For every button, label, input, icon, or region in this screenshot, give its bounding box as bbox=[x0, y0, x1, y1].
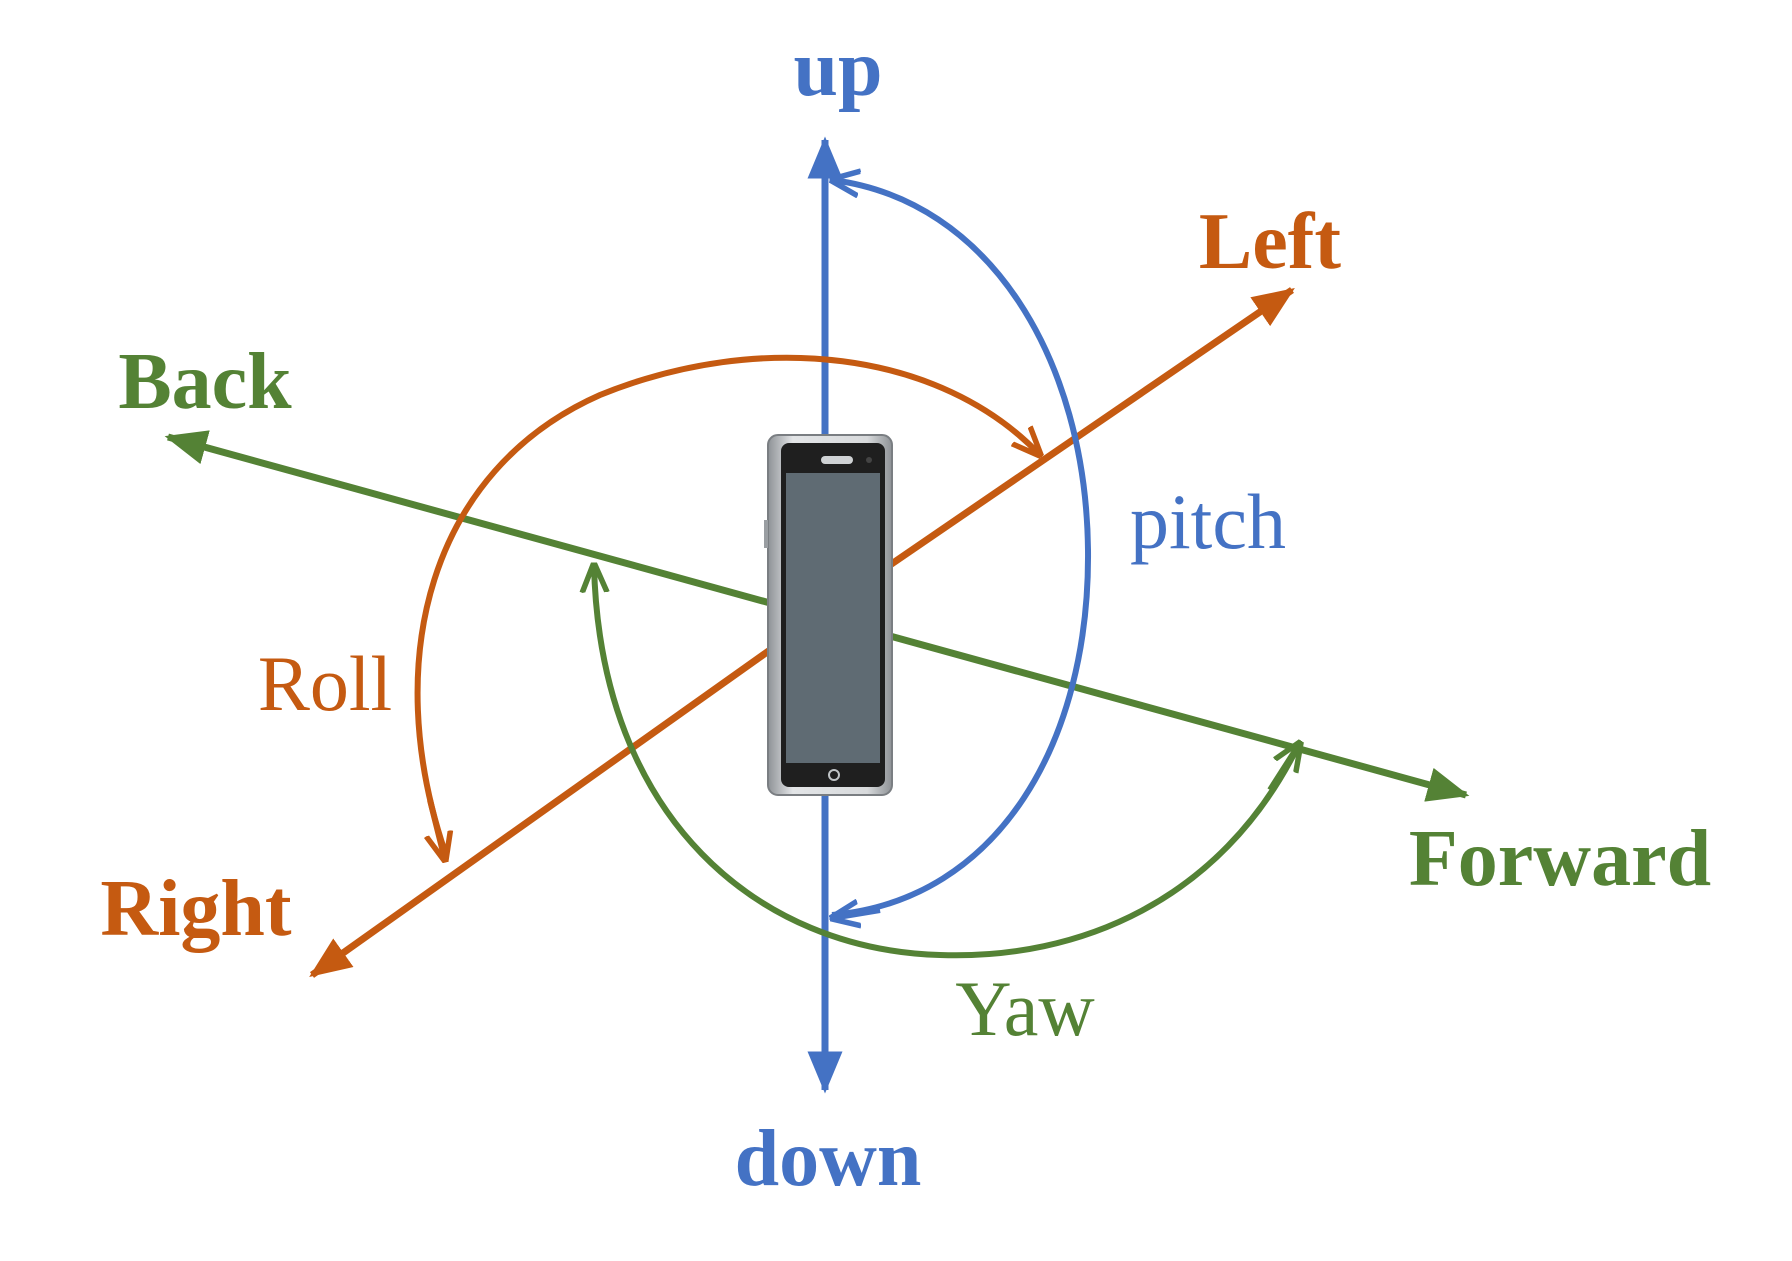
lateral-axis-right-arrow bbox=[309, 647, 773, 978]
label-right: Right bbox=[100, 865, 291, 953]
pitch-rotation-arc bbox=[832, 180, 1092, 918]
pitch-rotation-arc-start-arrow bbox=[832, 910, 881, 918]
roll-rotation-arc-start-arrow bbox=[430, 799, 445, 860]
label-left: Left bbox=[1199, 198, 1342, 286]
yaw-rotation-arc-start-arrow bbox=[1267, 743, 1300, 792]
phone-speaker bbox=[821, 456, 853, 464]
lateral-axis bbox=[309, 287, 1295, 978]
longitudinal-axis-forward-arrow bbox=[889, 632, 1470, 802]
phone-screen bbox=[786, 473, 880, 763]
phone-side-button bbox=[764, 520, 768, 548]
label-forward: Forward bbox=[1409, 815, 1711, 903]
smartphone-icon bbox=[764, 434, 893, 796]
phone-home-button bbox=[828, 769, 840, 781]
yaw-rotation-arc bbox=[594, 565, 1299, 959]
label-roll: Roll bbox=[258, 640, 392, 727]
label-down: down bbox=[735, 1115, 922, 1203]
phone-camera bbox=[866, 457, 872, 463]
label-yaw: Yaw bbox=[955, 965, 1094, 1052]
roll-rotation-arc bbox=[414, 354, 1040, 853]
label-up: up bbox=[794, 25, 883, 113]
longitudinal-axis-back-arrow bbox=[164, 430, 771, 607]
longitudinal-axis bbox=[164, 430, 1470, 802]
label-pitch: pitch bbox=[1130, 478, 1286, 565]
label-back: Back bbox=[118, 338, 292, 426]
lateral-axis-left-arrow bbox=[888, 287, 1295, 568]
